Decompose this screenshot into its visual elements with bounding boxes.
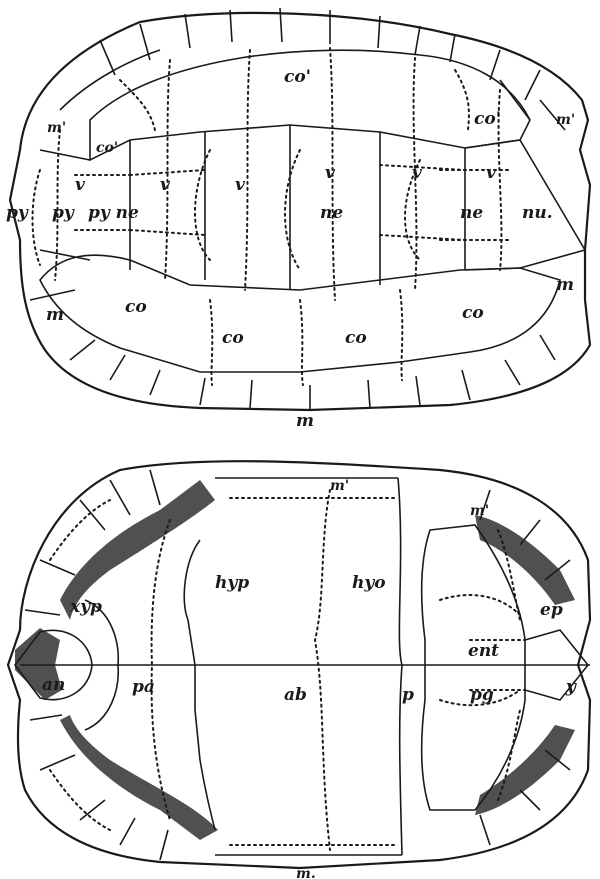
plastron-inner-right [422, 525, 525, 810]
carapace-label-v-3: v [235, 175, 246, 195]
carapace-label-ne-right: ne [460, 203, 483, 223]
plastron-label-hyo: hyo [352, 573, 386, 593]
plastron-label-m1-right: m' [470, 503, 489, 519]
plastron-label-m-bottom: m. [296, 866, 316, 879]
plastron-inner-center [215, 478, 402, 855]
carapace-label-py-1: py [6, 203, 29, 223]
carapace-label-py-2: py [52, 203, 75, 223]
plastron-figure: m' m' xyp hyp hyo ep ent an pa ab p pg y… [8, 461, 590, 879]
plastron-label-ab: ab [284, 685, 307, 705]
plastron-label-ep: ep [540, 600, 563, 620]
carapace-label-v-4: v [325, 163, 336, 183]
carapace-label-m-right: m [556, 275, 574, 295]
plastron-shade-upper-right [475, 515, 575, 605]
carapace-label-nu: nu. [522, 203, 553, 223]
carapace-label-m-left: m [46, 305, 64, 325]
plastron-inner-left [184, 540, 215, 830]
carapace-label-co1-left: co' [96, 140, 118, 156]
carapace-marginals-bottom [70, 335, 555, 410]
plastron-label-m1-top: m' [330, 478, 349, 494]
carapace-label-co-left: co [125, 297, 147, 317]
plastron-label-pa: pa [132, 677, 155, 697]
carapace-label-v-2: v [160, 175, 171, 195]
plastron-label-p: p [402, 685, 414, 705]
plastron-label-an: an [42, 675, 65, 695]
carapace-label-py-ne: py ne [88, 203, 139, 223]
plastron-label-hyp: hyp [215, 573, 249, 593]
carapace-marginals-top [100, 8, 540, 100]
carapace-label-v-5: v [412, 163, 423, 183]
carapace-label-m1-left: m' [47, 120, 66, 136]
carapace-figure: co' co' m' m' co' v v v v v v py py py n… [6, 8, 590, 431]
carapace-label-co1-top: co' [284, 67, 311, 87]
carapace-label-ne-mid: ne [320, 203, 343, 223]
carapace-label-co-2: co [345, 328, 367, 348]
carapace-label-v-left: v [75, 175, 86, 195]
plastron-label-xyp: xyp [69, 597, 102, 617]
plastron-label-y: y [565, 677, 577, 697]
plastron-shade-lower-right [475, 725, 575, 815]
carapace-label-m1-right: m' [556, 112, 575, 128]
plastron-label-pg: pg [470, 685, 494, 705]
carapace-label-co-right: co [462, 303, 484, 323]
plastron-shade-lower-left [60, 715, 218, 840]
carapace-label-co1-right: co' [474, 109, 501, 129]
carapace-label-co-1: co [222, 328, 244, 348]
carapace-label-v-6: v [486, 163, 497, 183]
carapace-label-m-bottom: m [296, 411, 314, 431]
plastron-label-ent: ent [468, 641, 499, 661]
